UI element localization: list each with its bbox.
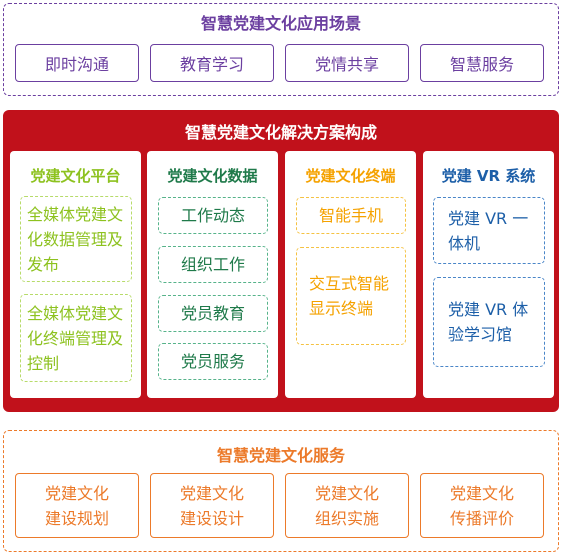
vr-item-experience-hall: 党建 VR 体验学习馆 <box>433 277 545 367</box>
data-item-organization-work: 组织工作 <box>158 246 268 283</box>
service-organization-implementation: 党建文化组织实施 <box>285 473 409 538</box>
service-communication-evaluation: 党建文化传播评价 <box>420 473 544 538</box>
panel-vr-system <box>423 151 554 398</box>
scenario-smart-service: 智慧服务 <box>420 44 544 82</box>
panel-culture-data <box>147 151 278 398</box>
panel-culture-terminal <box>285 151 416 398</box>
panel-culture-terminal-title: 党建文化终端 <box>305 167 396 185</box>
service-construction-design: 党建文化建设设计 <box>150 473 274 538</box>
service-construction-planning: 党建文化建设规划 <box>15 473 139 538</box>
scenario-education-learning: 教育学习 <box>150 44 274 82</box>
panel-vr-system-title: 党建 VR 系统 <box>441 167 536 185</box>
terminal-item-interactive-display: 交互式智能显示终端 <box>296 247 406 345</box>
application-scenarios-frame <box>3 3 559 96</box>
culture-services-frame <box>3 430 559 552</box>
panel-culture-data-title: 党建文化数据 <box>167 167 258 185</box>
terminal-item-smartphone: 智能手机 <box>296 197 406 234</box>
data-item-member-education: 党员教育 <box>158 295 268 332</box>
vr-item-all-in-one: 党建 VR 一体机 <box>433 197 545 264</box>
culture-services-title: 智慧党建文化服务 <box>216 446 345 465</box>
scenario-instant-communication: 即时沟通 <box>15 44 139 82</box>
data-item-work-news: 工作动态 <box>158 197 268 234</box>
panel-culture-platform-title: 党建文化平台 <box>30 167 121 185</box>
application-scenarios-title: 智慧党建文化应用场景 <box>200 14 361 33</box>
data-item-member-service: 党员服务 <box>158 343 268 380</box>
platform-item-data-management: 全媒体党建文化数据管理及发布 <box>20 196 132 282</box>
scenario-party-info-sharing: 党情共享 <box>285 44 409 82</box>
solution-composition-title: 智慧党建文化解决方案构成 <box>184 123 377 142</box>
panel-culture-platform <box>10 151 141 398</box>
platform-item-terminal-management: 全媒体党建文化终端管理及控制 <box>20 294 132 382</box>
